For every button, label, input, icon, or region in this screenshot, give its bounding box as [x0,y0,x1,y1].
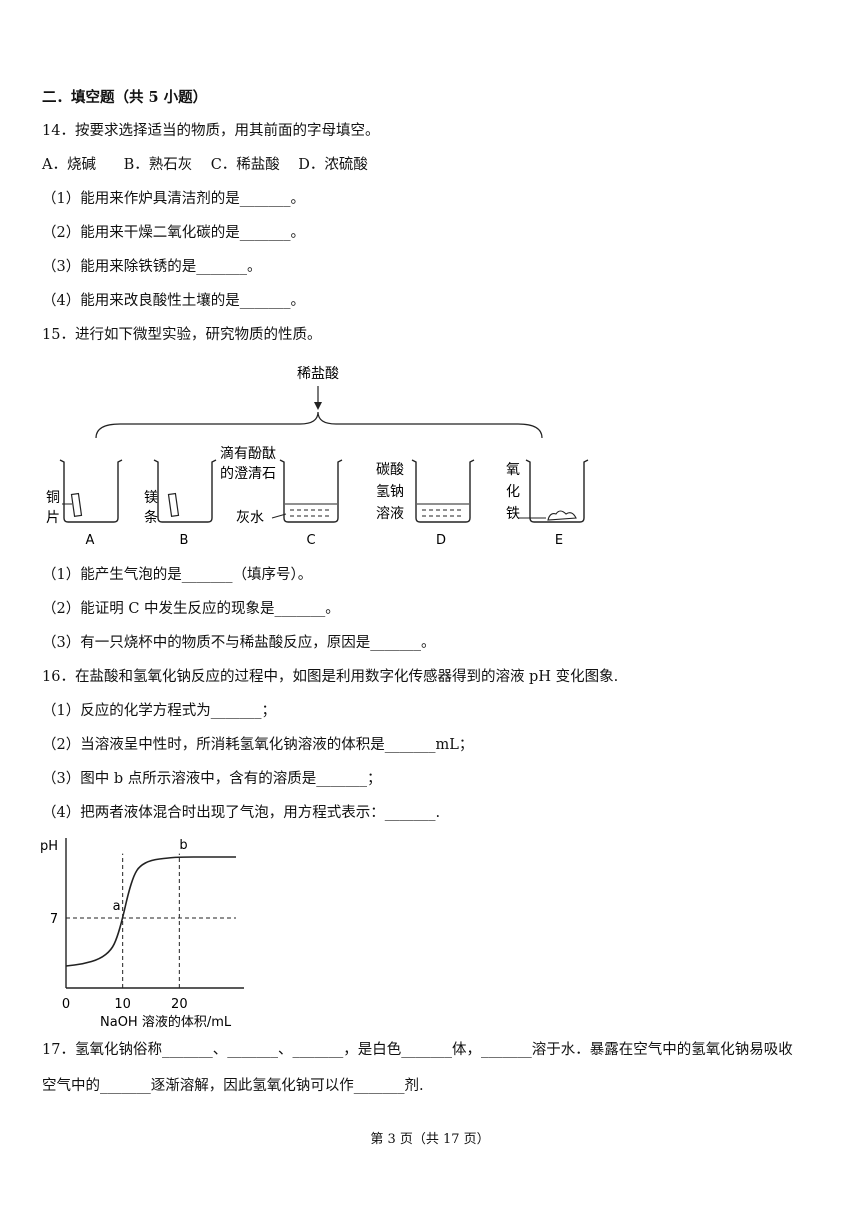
point-label-a: a [113,899,121,914]
beaker-d-label-2: 氢钠 [376,484,404,500]
beaker-c-label-1: 滴有酚酞 [220,445,276,462]
brace [95,411,543,439]
beaker-a: 铜 片 A [46,459,123,548]
q16-sub4: （4）把两者液体混合时出现了气泡，用方程式表示：_______. [42,805,441,821]
q15-sub1: （1）能产生气泡的是_______（填序号）。 [42,567,313,583]
x-axis-label: NaOH 溶液的体积/mL [100,1014,232,1030]
beaker-d-letter: D [436,533,446,548]
q14-sub2: （2）能用来干燥二氧化碳的是_______。 [42,225,305,241]
q16-sub2: （2）当溶液呈中性时，所消耗氢氧化钠溶液的体积是_______mL； [42,737,474,753]
beaker-e-label-1: 氧 [506,462,520,478]
x-tick-label: 0 [62,997,70,1012]
q15-sub3: （3）有一只烧杯中的物质不与稀盐酸反应，原因是_______。 [42,635,436,651]
x-tick-label: 10 [114,997,131,1012]
iron-oxide-powder [547,510,577,521]
q16-stem: 16．在盐酸和氢氧化钠反应的过程中，如图是利用数字化传感器得到的溶液 pH 变化… [42,669,619,685]
q15-sub2: （2）能证明 C 中发生反应的现象是_______。 [42,601,340,617]
beaker-a-letter: A [86,533,95,548]
y-axis-label: pH [40,839,58,854]
beaker-a-label-1: 铜 [46,490,60,506]
q15-stem: 15．进行如下微型实验，研究物质的性质。 [42,327,322,343]
magnesium-strip [167,492,180,517]
beaker-b: 镁 条 B [144,459,217,548]
beaker-c-label-2: 的澄清石 [220,466,276,482]
beaker-b-label-2: 条 [144,509,158,526]
beaker-d: 碳酸 氢钠 溶液 D [376,459,475,548]
experiment-figure: 稀盐酸 铜 片 A 镁 条 B 滴有酚酞 的澄清石 灰水 C 碳酸 [46,366,589,548]
q14-sub4: （4）能用来改良酸性土壤的是_______。 [42,293,305,309]
page-footer: 第 3 页（共 17 页） [370,1132,490,1147]
beaker-c-label-3: 灰水 [236,510,264,526]
q14-stem: 14．按要求选择适当的物质，用其前面的字母填空。 [42,123,380,139]
q14-sub3: （3）能用来除铁锈的是_______。 [42,259,262,275]
q14-sub1: （1）能用来作炉具清洁剂的是_______。 [42,191,305,207]
q16-sub1: （1）反应的化学方程式为_______； [42,703,276,719]
q16-sub3: （3）图中 b 点所示溶液中，含有的溶质是_______； [42,771,382,787]
q14-options: A．烧碱 B．熟石灰 C．稀盐酸 D．浓硫酸 [42,157,368,173]
beaker-a-label-2: 片 [46,510,60,526]
section-title: 二．填空题（共 5 小题） [42,89,208,106]
beaker-c: 滴有酚酞 的澄清石 灰水 C [220,445,343,548]
beaker-e: 氧 化 铁 E [506,459,589,548]
q17-line2: 空气中的_______逐渐溶解，因此氢氧化钠可以作_______剂. [42,1078,424,1094]
beaker-d-label-3: 溶液 [376,506,404,522]
beaker-e-label-2: 化 [506,484,520,500]
beaker-e-label-3: 铁 [506,506,520,522]
beaker-c-letter: C [306,533,315,548]
y-tick-label: 7 [50,912,58,927]
x-tick-label: 20 [171,997,188,1012]
beaker-b-letter: B [180,533,189,548]
ph-curve [65,856,236,967]
beaker-e-letter: E [555,533,563,548]
reagent-label: 稀盐酸 [297,366,339,382]
point-label-b: b [179,838,187,853]
ph-chart: pH NaOH 溶液的体积/mL 0 10 20 7 a b [40,838,244,1030]
beaker-d-label-1: 碳酸 [376,462,404,478]
beaker-b-label-1: 镁 [144,490,158,506]
q17-line1: 17．氢氧化钠俗称_______、_______、_______，是白色____… [42,1042,793,1058]
copper-strip [70,492,83,517]
